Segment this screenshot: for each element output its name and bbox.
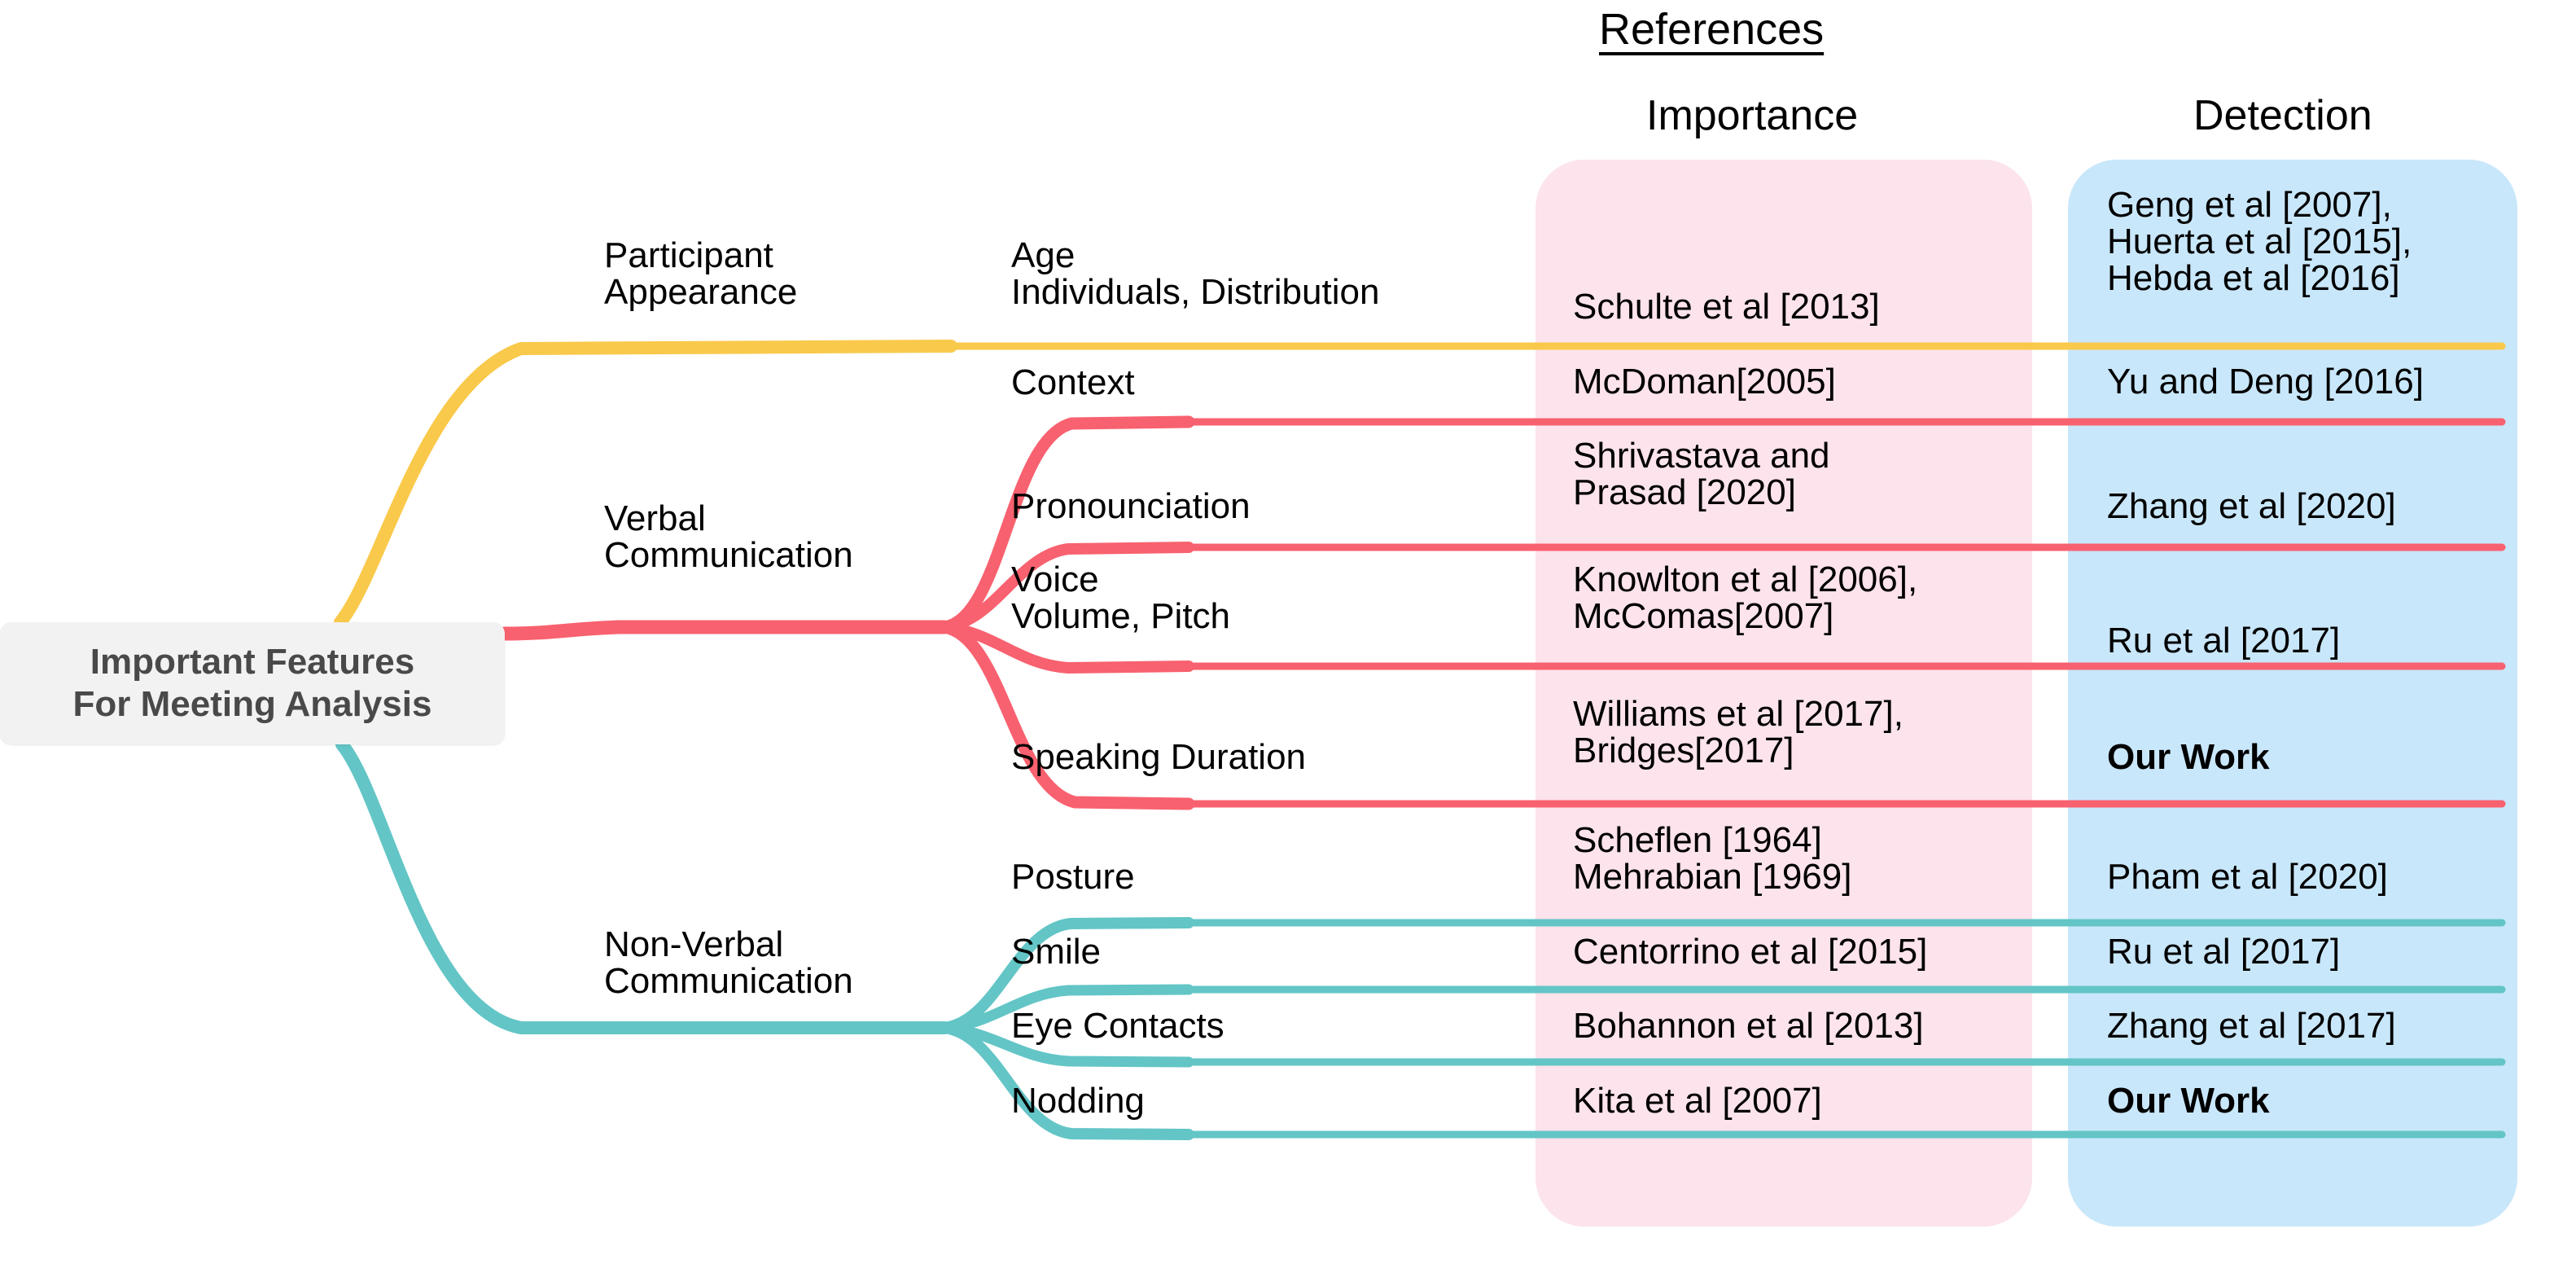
importance-ref-context[interactable]: McDoman[2005]: [1573, 362, 1836, 402]
importance-header: Importance: [1646, 92, 1859, 139]
feature-line1: Speaking Duration: [1011, 737, 1307, 777]
importance-line1: Scheflen [1964]: [1573, 820, 1822, 860]
branch-label-line2: Communication: [604, 960, 853, 1001]
importance-line1: Shrivastava and: [1573, 436, 1830, 476]
feature-line1: Smile: [1011, 932, 1102, 972]
branch-label-line2: Communication: [604, 534, 853, 575]
detection-line1: Ru et al [2017]: [2107, 932, 2341, 972]
detection-ref-voice[interactable]: Ru et al [2017]: [2107, 621, 2341, 661]
branch-label-line1: Verbal: [604, 498, 706, 538]
importance-line2: Prasad [2020]: [1573, 472, 1796, 512]
importance-line1: Kita et al [2007]: [1573, 1081, 1822, 1121]
branch-label-verbal-communication[interactable]: Verbal Communication: [604, 498, 853, 575]
importance-line1: Knowlton et al [2006],: [1573, 560, 1918, 599]
branch-label-line1: Non-Verbal: [604, 924, 784, 964]
feature-line1: Posture: [1011, 857, 1135, 897]
detection-line1: Yu and Deng [2016]: [2107, 362, 2424, 402]
root-node-line2: For Meeting Analysis: [72, 684, 432, 724]
feature-label-age[interactable]: Age Individuals, Distribution: [1011, 235, 1380, 312]
feature-label-pronounciation[interactable]: Pronounciation: [1011, 486, 1251, 526]
feature-label-speaking-duration[interactable]: Speaking Duration: [1011, 737, 1307, 777]
importance-ref-nodding[interactable]: Kita et al [2007]: [1573, 1081, 1822, 1121]
detection-line1: Our Work: [2107, 737, 2270, 777]
detection-ref-eye-contacts[interactable]: Zhang et al [2017]: [2107, 1006, 2396, 1046]
importance-ref-voice[interactable]: Knowlton et al [2006], McComas[2007]: [1573, 560, 1918, 636]
detection-ref-age[interactable]: Geng et al [2007], Huerta et al [2015], …: [2107, 187, 2412, 297]
detection-ref-context[interactable]: Yu and Deng [2016]: [2107, 362, 2424, 402]
detection-line1: Ru et al [2017]: [2107, 621, 2341, 661]
feature-label-context[interactable]: Context: [1011, 362, 1135, 402]
detection-line1: Zhang et al [2017]: [2107, 1006, 2396, 1046]
link-appearance: [334, 340, 957, 629]
detection-ref-speaking-duration[interactable]: Our Work: [2107, 737, 2270, 777]
root-node-line1: Important Features: [90, 642, 415, 682]
link-verbal-trunk: [497, 620, 952, 641]
detection-line1: Our Work: [2107, 1081, 2270, 1121]
references-header: References: [1599, 5, 1825, 54]
detection-header: Detection: [2193, 92, 2372, 139]
root-node[interactable]: Important Features For Meeting Analysis: [0, 622, 505, 744]
feature-line1: Eye Contacts: [1011, 1006, 1224, 1046]
importance-ref-smile[interactable]: Centorrino et al [2015]: [1573, 932, 1928, 972]
feature-label-posture[interactable]: Posture: [1011, 857, 1135, 897]
detection-line1: Geng et al [2007],: [2107, 185, 2392, 225]
feature-label-voice[interactable]: Voice Volume, Pitch: [1011, 560, 1231, 636]
feature-line2: Volume, Pitch: [1011, 595, 1231, 636]
detection-ref-smile[interactable]: Ru et al [2017]: [2107, 932, 2341, 972]
importance-line2: Mehrabian [1969]: [1573, 856, 1852, 897]
detection-ref-nodding[interactable]: Our Work: [2107, 1081, 2270, 1121]
importance-ref-pronounciation[interactable]: Shrivastava and Prasad [2020]: [1573, 436, 1830, 512]
link-verbal-duration: [938, 621, 1195, 810]
detection-line3: Hebda et al [2016]: [2107, 257, 2400, 298]
feature-line2: Individuals, Distribution: [1011, 271, 1380, 312]
importance-line1: Williams et al [2017],: [1573, 694, 1904, 734]
branch-label-participant-appearance[interactable]: Participant Appearance: [604, 235, 798, 312]
branch-label-line1: Participant: [604, 235, 773, 275]
detection-ref-pronounciation[interactable]: Zhang et al [2020]: [2107, 486, 2396, 526]
importance-ref-age[interactable]: Schulte et al [2013]: [1573, 287, 1880, 327]
branch-label-line2: Appearance: [604, 271, 798, 312]
branch-label-non-verbal-communication[interactable]: Non-Verbal Communication: [604, 924, 853, 1001]
importance-line2: McComas[2007]: [1573, 595, 1834, 636]
feature-line1: Voice: [1011, 560, 1099, 599]
feature-line1: Age: [1011, 235, 1076, 275]
importance-ref-posture[interactable]: Scheflen [1964] Mehrabian [1969]: [1573, 820, 1852, 897]
detection-line1: Zhang et al [2020]: [2107, 486, 2396, 526]
feature-label-smile[interactable]: Smile: [1011, 932, 1102, 972]
importance-ref-speaking-duration[interactable]: Williams et al [2017], Bridges[2017]: [1573, 696, 1904, 770]
feature-line1: Context: [1011, 362, 1135, 402]
detection-line1: Pham et al [2020]: [2107, 857, 2388, 897]
importance-line2: Bridges[2017]: [1573, 730, 1794, 770]
feature-label-nodding[interactable]: Nodding: [1011, 1081, 1145, 1121]
importance-line1: McDoman[2005]: [1573, 362, 1836, 402]
importance-line1: Centorrino et al [2015]: [1573, 932, 1928, 972]
feature-line1: Pronounciation: [1011, 486, 1251, 526]
importance-ref-eye-contacts[interactable]: Bohannon et al [2013]: [1573, 1006, 1924, 1046]
importance-line1: Bohannon et al [2013]: [1573, 1006, 1924, 1046]
importance-column-panel: [1536, 160, 2032, 1227]
detection-line2: Huerta et al [2015],: [2107, 221, 2412, 261]
detection-column-panel: [2068, 160, 2517, 1227]
feature-line1: Nodding: [1011, 1081, 1145, 1121]
detection-ref-posture[interactable]: Pham et al [2020]: [2107, 857, 2388, 897]
feature-label-eye-contacts[interactable]: Eye Contacts: [1011, 1006, 1224, 1046]
importance-line1: Schulte et al [2013]: [1573, 287, 1880, 327]
